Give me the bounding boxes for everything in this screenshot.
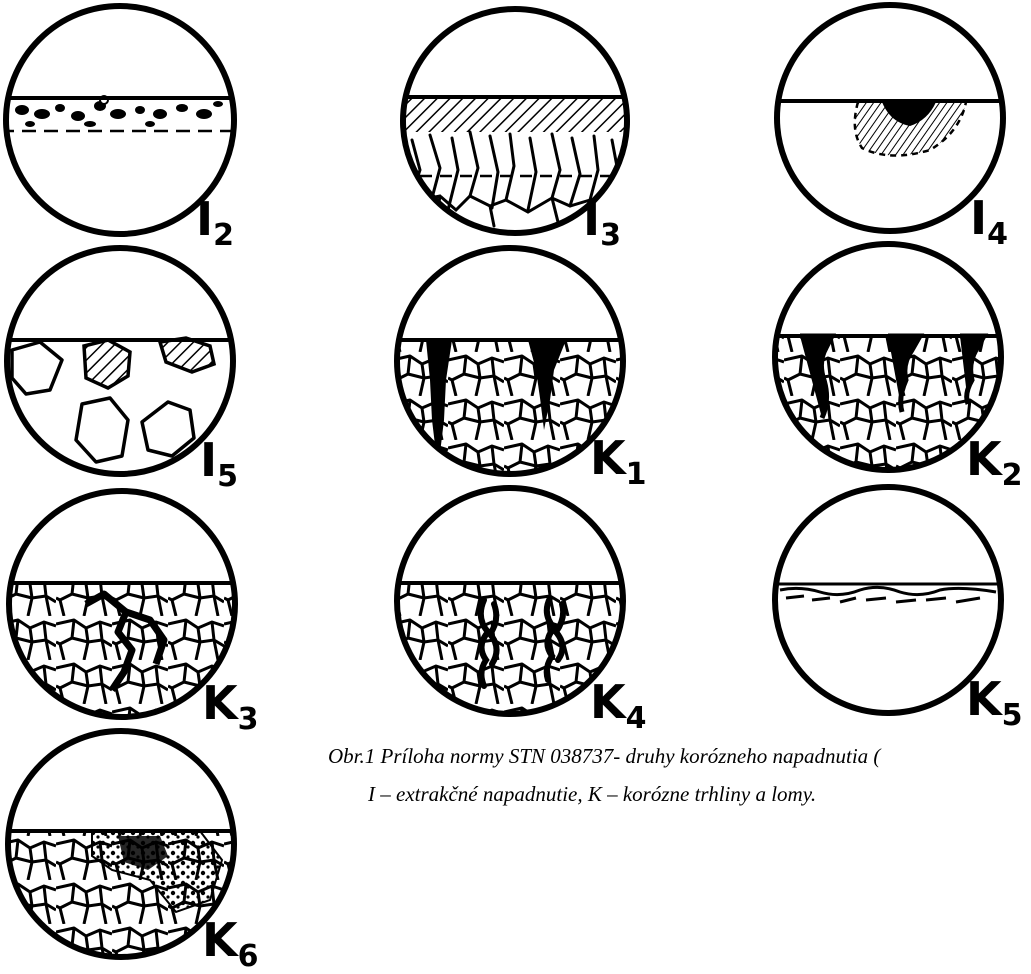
label-I2-letter: I [196, 192, 213, 246]
label-K5-letter: K [966, 672, 1002, 726]
label-I2-subscript: 2 [213, 218, 234, 253]
label-K4: K4 [590, 679, 647, 725]
label-I3-subscript: 3 [600, 218, 621, 253]
label-K1-letter: K [590, 431, 626, 485]
label-K2: K2 [966, 436, 1023, 482]
label-I5: I5 [200, 437, 238, 483]
label-K2-letter: K [966, 432, 1002, 486]
label-K6-letter: K [202, 913, 238, 967]
label-I3: I3 [583, 196, 621, 242]
label-K1: K1 [590, 435, 647, 481]
label-I5-subscript: 5 [217, 459, 238, 494]
label-K3-subscript: 3 [238, 702, 259, 737]
label-K6-subscript: 6 [238, 939, 259, 974]
label-K2-subscript: 2 [1002, 458, 1023, 493]
label-K6: K6 [202, 917, 259, 963]
label-I5-letter: I [200, 433, 217, 487]
label-K1-subscript: 1 [626, 457, 647, 492]
label-K4-letter: K [590, 675, 626, 729]
label-I2: I2 [196, 196, 234, 242]
caption-line-1: Obr.1 Príloha normy STN 038737- druhy ko… [328, 744, 880, 769]
label-K5-subscript: 5 [1002, 698, 1023, 733]
label-K3: K3 [202, 680, 259, 726]
label-K5: K5 [966, 676, 1023, 722]
label-I4-subscript: 4 [987, 217, 1008, 252]
label-I4: I4 [970, 195, 1008, 241]
label-I4-letter: I [970, 191, 987, 245]
caption-line-2: I – extrakčné napadnutie, K – korózne tr… [368, 782, 816, 807]
label-K3-letter: K [202, 676, 238, 730]
label-K4-subscript: 4 [626, 701, 647, 736]
label-I3-letter: I [583, 192, 600, 246]
